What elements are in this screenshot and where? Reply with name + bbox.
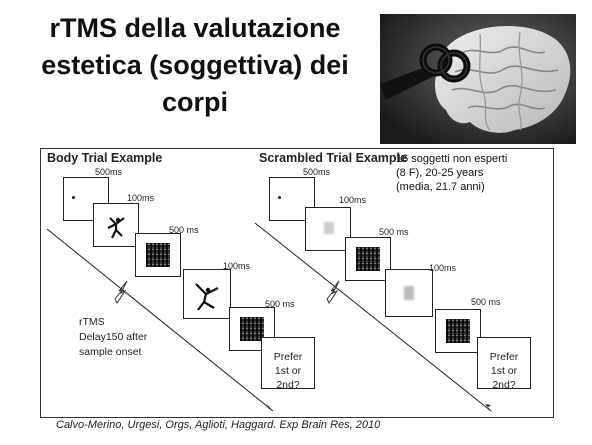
dancer-figure-icon — [107, 217, 125, 239]
frame-fixation — [63, 177, 109, 221]
time-label: 500ms — [303, 167, 331, 177]
frame-body-stimulus — [93, 203, 139, 247]
time-label: 500 ms — [379, 227, 409, 237]
prefer-line: 1st or 2nd? — [274, 365, 302, 391]
prefer-line: Prefer — [273, 351, 303, 363]
rtms-pulse-icon — [114, 280, 128, 304]
rtms-line: sample onset — [79, 346, 142, 358]
time-label: 500 ms — [169, 225, 199, 235]
slide-title: rTMS della valutazione estetica (soggett… — [40, 10, 350, 121]
timeline-arrows — [46, 222, 493, 413]
frame-body-stimulus-2 — [183, 269, 231, 319]
scrambled-panel-title: Scrambled Trial Example — [259, 151, 407, 165]
subjects-note: 16 soggetti non esperti (8 F), 20-25 yea… — [396, 152, 566, 194]
prefer-question: Prefer 1st or 2nd? — [478, 350, 530, 392]
frame-prefer-question: Prefer 1st or 2nd? — [261, 337, 315, 392]
time-label: 100ms — [339, 195, 367, 205]
prefer-line: Prefer — [489, 351, 519, 363]
subjects-line: (media, 21.7 anni) — [396, 181, 485, 193]
mask-pattern — [146, 243, 170, 267]
time-label: 500ms — [95, 167, 123, 177]
subjects-line: (8 F), 20-25 years — [396, 167, 484, 179]
frame-prefer-question: Prefer 1st or 2nd? — [477, 337, 531, 392]
prefer-line: 1st or 2nd? — [490, 365, 518, 391]
scrambled-blob — [324, 222, 334, 234]
citation: Calvo-Merino, Urgesi, Orgs, Aglioti, Hag… — [56, 419, 381, 431]
mask-pattern — [356, 247, 380, 271]
time-label: 100ms — [223, 261, 251, 271]
fixation-dot — [278, 196, 281, 199]
frame-scrambled-stimulus-2 — [385, 269, 433, 317]
title-line: rTMS della valutazione — [49, 13, 341, 43]
frame-fixation — [269, 177, 315, 221]
frame-scrambled-stimulus — [305, 207, 351, 251]
fixation-dot — [72, 196, 75, 199]
scrambled-blob — [404, 286, 414, 300]
time-label: 100ms — [429, 263, 457, 273]
rtms-line: Delay150 after — [79, 331, 148, 343]
frame-mask — [345, 237, 391, 281]
prefer-question: Prefer 1st or 2nd? — [262, 350, 314, 392]
mask-pattern — [240, 317, 264, 341]
rtms-note: rTMS Delay150 after sample onset — [79, 315, 147, 360]
body-panel-title: Body Trial Example — [47, 151, 163, 165]
tms-brain-photo — [380, 14, 576, 144]
dancer-figure-icon — [195, 283, 219, 311]
time-label: 100ms — [127, 193, 155, 203]
time-label: 500 ms — [471, 297, 501, 307]
frame-mask-2 — [435, 309, 481, 353]
subjects-line: 16 soggetti non esperti — [396, 153, 508, 165]
frame-mask — [135, 233, 181, 277]
time-label: 500 ms — [265, 299, 295, 309]
brain-illustration — [380, 14, 576, 144]
title-line: corpi — [161, 87, 228, 117]
title-line: estetica (soggettiva) dei — [41, 50, 349, 80]
rtms-pulse-icon — [326, 280, 340, 304]
rtms-line: rTMS — [79, 316, 105, 328]
mask-pattern — [446, 319, 470, 343]
trial-figure: Body Trial Example 500ms 100ms 500 ms — [40, 148, 554, 418]
